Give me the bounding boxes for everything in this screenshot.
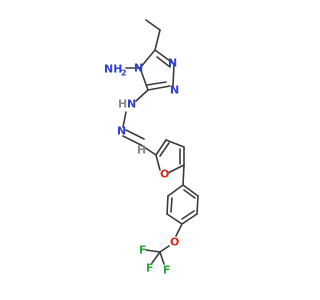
molecule-structure-diagram: NH 2 N N N H N N H O O F F F [104,19,199,277]
atom-triazole-n1: N [168,57,177,70]
bond-ph-4-5 [181,213,198,225]
bond-ethyl-ch3 [145,19,161,31]
atom-hydrazone-n1: N [127,98,136,111]
bond-furan-c3-c4 [165,139,185,148]
bond-n2-n1 [172,63,175,87]
atom-fluorine-3: F [163,264,171,277]
bond-c3-n2 [147,85,171,91]
atom-imine-h: H [137,144,146,157]
bond-n-ch [122,135,142,146]
bond-furan-c2-c3-double [159,142,170,157]
atom-triazole-n2: N [170,84,179,97]
bond-furan-c5-o [167,164,185,174]
atom-ether-o: O [170,236,179,249]
bond-ph-6-1-inner [183,189,196,199]
bond-c3-nh [135,89,149,102]
bond-ph-4-5-inner [181,210,195,220]
bond-ch-furanc2 [140,144,157,156]
bond-c-f3 [151,251,161,264]
atom-triazole-n4: N [134,62,143,75]
bond-ph-2-3 [166,195,169,215]
bond-c-f1 [159,251,165,265]
bond-c-f2 [145,249,161,253]
atom-furan-o: O [160,168,169,181]
bond-furan-phenyl [182,164,185,186]
bond-ethyl-ch2 [154,29,161,51]
bond-n1-c5-double [156,56,171,68]
bond-ph-1-2 [167,184,184,197]
bond-ph-2-3-inner [170,197,173,213]
bond-c3-n2-double [146,81,167,86]
bond-n1-c5 [154,49,175,65]
atom-amino-subscript: 2 [121,69,127,78]
atom-hydrazone-n2: N [117,125,126,138]
bond-o-cf3 [159,245,170,253]
bond-ph-5-6 [196,195,199,215]
atom-amino-nh: NH [104,63,122,76]
bond-nh-n [122,111,127,128]
atom-fluorine-2: F [146,262,154,275]
atom-hydrazone-h: H [118,98,127,111]
atom-fluorine-1: F [139,244,147,257]
bonds [122,19,199,265]
bond-n4-c3 [139,67,149,91]
bond-furan-o-c2 [155,154,161,171]
bond-ph-6-1 [182,184,199,197]
bond-c5-n4 [139,49,156,69]
bond-n-ch-double [125,129,145,140]
atom-labels: NH 2 N N N H N N H O O F F F [104,57,179,277]
bond-ph-3-4 [166,213,183,225]
bond-furan-c2-c3 [155,139,167,156]
bond-ph-o [175,223,183,237]
